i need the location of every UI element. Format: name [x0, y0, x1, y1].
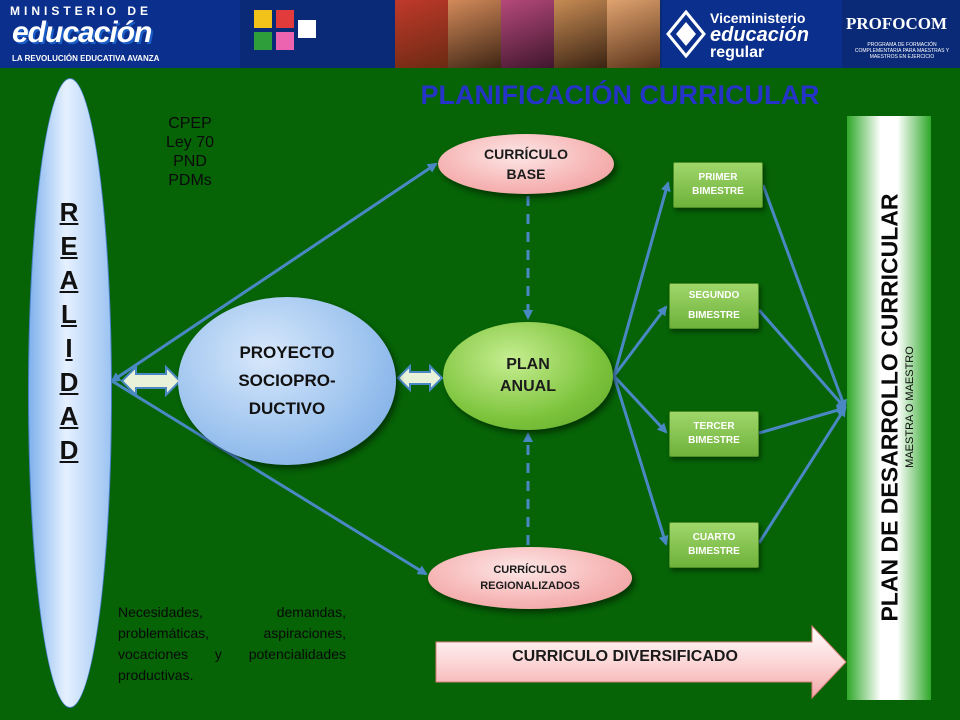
profocom-subtitle: PROGRAMA DE FORMACIÓN COMPLEMENTARIA PAR… [854, 42, 950, 60]
realidad-letter: E [60, 231, 78, 261]
double-arrow-proyecto-plan [396, 363, 444, 393]
curriculo-diversificado-label: CURRICULO DIVERSIFICADO [512, 648, 738, 665]
photo-2 [448, 0, 501, 68]
photo-4 [554, 0, 607, 68]
realidad-letter: D [59, 367, 79, 397]
vice-line-1: Viceministerio [710, 10, 806, 26]
plan-anual-node: PLAN ANUAL [443, 322, 613, 430]
base-line: BASE [506, 166, 546, 182]
bimestre-line: BIMESTRE [688, 310, 740, 321]
curriculo-base-node: CURRÍCULO BASE [438, 134, 614, 194]
vice-line-2: educación [710, 24, 809, 46]
bimestre-line: SEGUNDO [688, 290, 740, 301]
arrow-realidad-base [110, 162, 438, 383]
vice-emblem-icon [666, 10, 706, 58]
bimestre-box-primer: PRIMER BIMESTRE [673, 162, 763, 208]
proyecto-line: PROYECTO [239, 343, 335, 362]
plan-line: ANUAL [500, 378, 556, 395]
plan-desarrollo-panel [847, 116, 931, 700]
realidad-letter: I [65, 333, 73, 363]
arrow-plan-b4 [612, 375, 669, 546]
double-arrow-realidad-proyecto [120, 364, 182, 398]
cpep-list: CPEP Ley 70 PND PDMs [150, 114, 230, 190]
realidad-letter: A [59, 265, 79, 295]
realidad-letters: R E A L I D A D [28, 195, 110, 467]
proyecto-line: DUCTIVO [248, 399, 326, 418]
diversificado-arrow [435, 624, 847, 700]
bimestre-line: BIMESTRE [692, 186, 744, 197]
maestra-label: MAESTRA O MAESTRO [904, 346, 916, 468]
arrow-b4-pdc [757, 406, 847, 544]
regional-line: CURRÍCULOS [493, 564, 567, 576]
proyecto-line: SOCIOPRO- [238, 371, 336, 390]
bimestre-box-cuarto: CUARTO BIMESTRE [669, 522, 759, 568]
photo-strip [395, 0, 660, 68]
ministerio-title: MINISTERIO DE [10, 4, 153, 18]
arrow-b1-pdc [761, 184, 847, 410]
viceministerio-logo-block: Viceministerio educación regular [662, 0, 842, 68]
arrow-plan-b1 [612, 181, 671, 377]
emblem-icon [250, 6, 320, 62]
bimestre-line: TERCER [693, 421, 735, 432]
necesidades-text: Necesidades, demandas, problemáticas, as… [118, 604, 346, 683]
bimestre-box-segundo: SEGUNDO BIMESTRE [669, 283, 759, 329]
cpep-item: PDMs [168, 172, 212, 189]
header-banner: MINISTERIO DE educación LA REVOLUCIÓN ED… [0, 0, 960, 68]
realidad-oval [28, 78, 112, 708]
photo-1 [395, 0, 448, 68]
plan-desarrollo-title: PLAN DE DESARROLLO CURRICULAR [876, 193, 903, 622]
ministerio-logo-block: MINISTERIO DE educación LA REVOLUCIÓN ED… [0, 0, 240, 68]
arrow-b3-pdc [758, 405, 847, 435]
arrow-realidad-regional [111, 379, 428, 576]
bimestre-line: BIMESTRE [688, 435, 740, 446]
cpep-item: PND [173, 153, 207, 170]
arrow-plan-b2 [612, 305, 668, 377]
realidad-letter: L [61, 299, 77, 329]
vice-line-3: regular [710, 44, 765, 61]
realidad-letter: R [59, 197, 79, 227]
bimestre-line: BIMESTRE [688, 546, 740, 557]
curriculos-regionalizados-node: CURRÍCULOS REGIONALIZADOS [428, 547, 632, 609]
profocom-title: PROFOCOM [846, 14, 948, 33]
arrow-plan-b3 [612, 374, 668, 434]
ministerio-subtitle: LA REVOLUCIÓN EDUCATIVA AVANZA [12, 54, 160, 63]
photo-5 [607, 0, 660, 68]
bimestre-line: PRIMER [698, 172, 738, 183]
profocom-logo-block: PROFOCOM PROGRAMA DE FORMACIÓN COMPLEMEN… [842, 0, 960, 68]
regional-line: REGIONALIZADOS [480, 580, 580, 592]
proyecto-sociproductivo-node: PROYECTO SOCIOPRO- DUCTIVO [178, 297, 396, 465]
base-line: CURRÍCULO [484, 146, 568, 162]
bimestre-line: CUARTO [692, 532, 736, 543]
cpep-item: CPEP [168, 115, 212, 132]
page-title: PLANIFICACIÓN CURRICULAR [420, 80, 820, 110]
cpep-item: Ley 70 [165, 134, 215, 151]
bimestre-box-tercer: TERCER BIMESTRE [669, 411, 759, 457]
arrow-b2-pdc [757, 309, 847, 410]
plan-line: PLAN [506, 356, 550, 373]
ministerio-logo: educación [12, 16, 152, 49]
photo-3 [501, 0, 554, 68]
realidad-letter: D [59, 435, 79, 465]
realidad-letter: A [59, 401, 79, 431]
